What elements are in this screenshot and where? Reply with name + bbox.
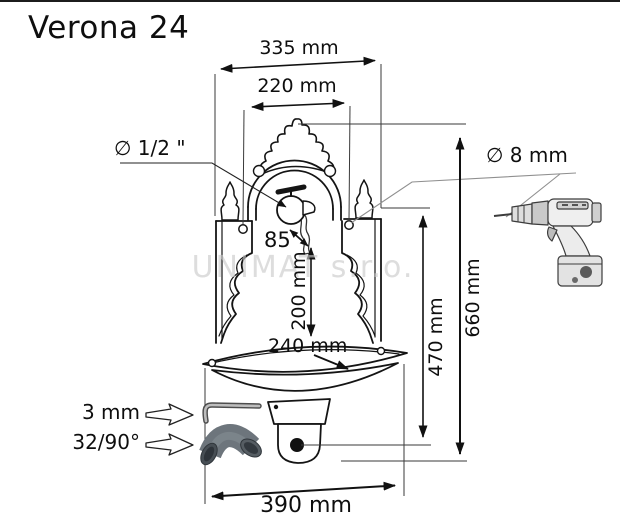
arch bbox=[247, 159, 342, 221]
extension-lines bbox=[204, 64, 467, 504]
pointer-arrows bbox=[145, 403, 194, 456]
label-hex-key-size: 3 mm bbox=[81, 400, 140, 424]
pointer-arrow-icon bbox=[145, 403, 194, 426]
dim-label-overall-width: 335 mm bbox=[259, 37, 339, 59]
dim-335 bbox=[220, 56, 376, 73]
dim-label-inner-width: 220 mm bbox=[257, 75, 337, 97]
dim-label-basin-reach: 240 mm bbox=[268, 335, 348, 357]
dimension-lines bbox=[211, 56, 465, 501]
fountain-drawing bbox=[202, 118, 408, 464]
crest-ornament bbox=[259, 118, 335, 175]
dim-240 bbox=[313, 354, 349, 370]
left-mounting-hole bbox=[238, 224, 248, 234]
dim-390 bbox=[211, 481, 396, 501]
hex-key-icon bbox=[202, 402, 262, 424]
backplate-wings bbox=[215, 218, 382, 344]
right-finial bbox=[354, 179, 374, 219]
dim-label-spout-drop: 200 mm bbox=[288, 251, 311, 331]
left-finial bbox=[220, 181, 240, 221]
basin bbox=[202, 345, 408, 392]
hole-leader bbox=[350, 172, 577, 224]
pipe-elbow-icon bbox=[199, 424, 262, 466]
cordless-drill-icon bbox=[493, 198, 603, 287]
dim-label-inlet-diameter: ∅ 1/2 " bbox=[114, 136, 186, 160]
dim-label-base-width: 390 mm bbox=[260, 493, 352, 518]
label-drain-elbow-spec: 32/90° bbox=[72, 430, 140, 454]
inlet-leader bbox=[120, 162, 287, 208]
page-title: Verona 24 bbox=[28, 10, 190, 46]
dim-label-drill-hole: ∅ 8 mm bbox=[486, 143, 568, 167]
dim-85 bbox=[289, 229, 309, 247]
dim-label-inner-height: 470 mm bbox=[425, 297, 448, 377]
watermark: UNIMAT s.r.o. bbox=[191, 250, 415, 285]
dim-label-overall-height: 660 mm bbox=[462, 258, 485, 338]
dim-label-spout-offset: 85 bbox=[264, 228, 291, 252]
dim-220 bbox=[251, 99, 345, 111]
pointer-arrow-icon bbox=[145, 433, 194, 456]
drain bbox=[267, 398, 331, 464]
